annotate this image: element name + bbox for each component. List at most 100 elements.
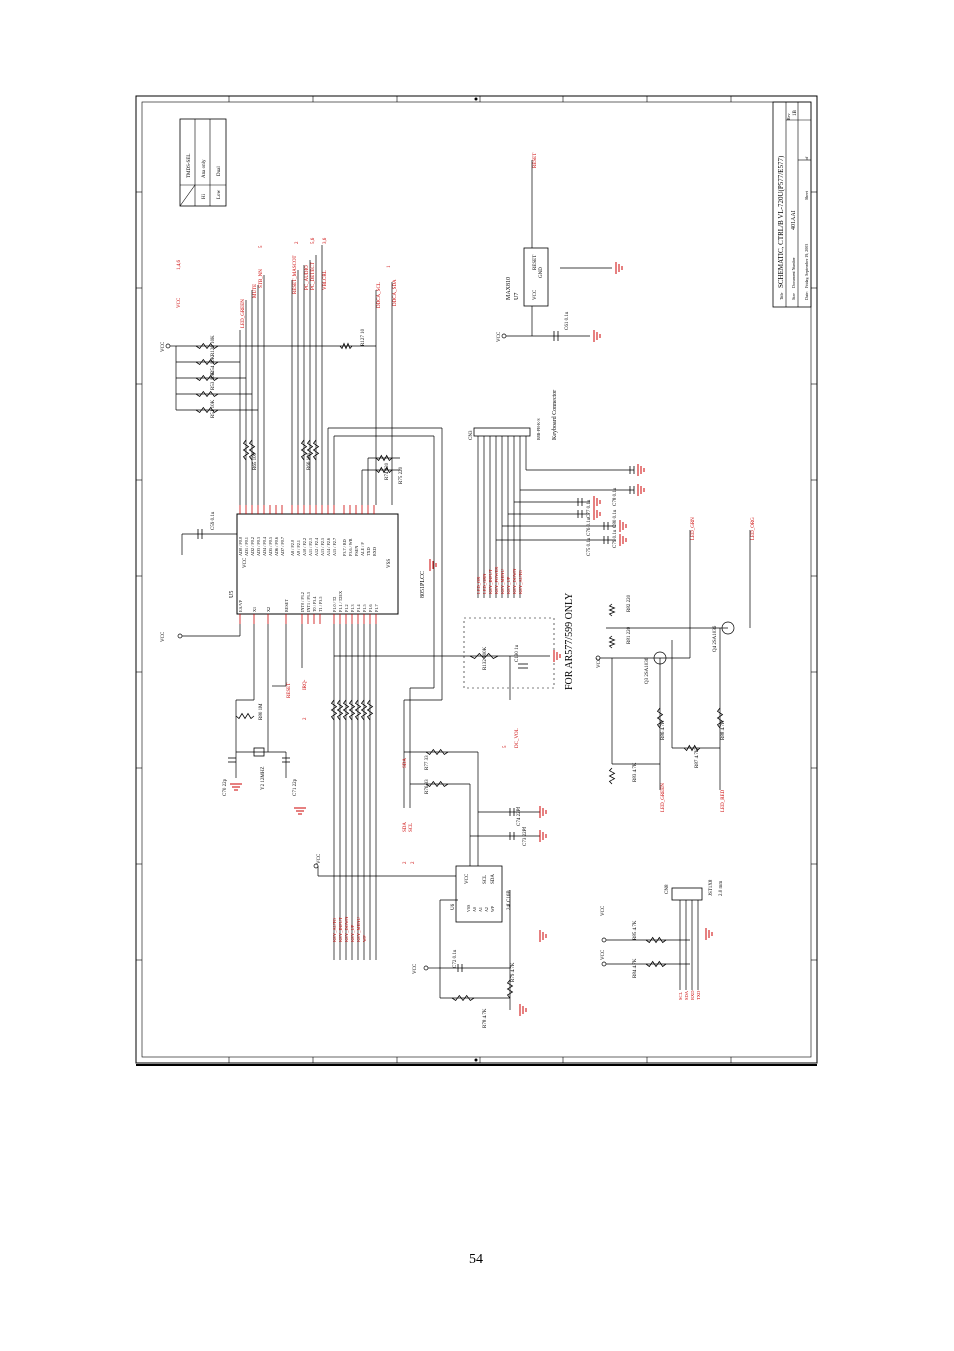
label-r87: R87 4.7K [695,748,700,768]
label-r54: R54 10K [211,355,216,374]
crystal-label: Y2 12MHZ [261,767,266,790]
net-ddc-scl: DDCA_SCL [377,282,382,308]
vcc-label-2: VCC [161,631,166,642]
label-r75: R75 220 [399,466,404,484]
u5-pin-label: AD4 / P0.4 [262,536,267,556]
label-r81: R81 220 [627,626,632,644]
label-c77: C77 0.1u [587,499,592,518]
u5-pin-label: T1 / P3.5 [318,597,323,612]
cn3-connector: CN3 B8B-PH-K-S Keyboard Connector [469,390,558,440]
resistor [451,994,475,1002]
label-c72: C72 0.1u [453,949,458,968]
ref-scl: 1 [387,265,392,268]
cn8-label: CN8 [665,884,670,894]
row-low-mode: Dual [217,166,222,176]
u5-pin-label: P3.7 / RD [342,539,347,556]
net-led-red: LED_RED [721,789,726,812]
u7-part: MAX810 [506,277,512,300]
label-c75: C75 0.1u [587,537,592,556]
u5-label: U5 [229,591,235,598]
vcc-label-6: VCC [597,657,602,668]
label-r86: R86 4.7K [661,720,666,740]
resistors [195,342,724,1002]
u5-pin-label: A10 / P2.2 [302,538,307,556]
u7-label: U7 [514,293,520,300]
transistor-q3: Q3 2SA1036 [645,651,667,684]
u5-part: 8051PLCC [420,571,426,598]
cn8-net-label: TXD [696,990,701,1000]
label-c76: C76 0.1u [587,517,592,536]
label-r51: R51 10K [211,399,216,418]
label-c79: C79 0.1u [613,529,618,548]
label-r79: R79 4.7K [511,962,516,982]
key-net-label: KEY_INPUT [338,917,343,942]
resistor [195,358,219,366]
label-r84: R84 4.7K [633,958,638,978]
date-value: Friday, September 19, 2003 [804,244,810,288]
resistor [645,960,667,968]
rev-value: 1B [793,110,798,117]
net-mute: MUTE [253,284,258,298]
resistor [348,699,356,721]
cn8-part: JST1X8 [709,879,714,896]
label-r78: R78 4.7K [483,1008,488,1028]
label-c70: C70 22p [223,778,228,796]
u6-a0-pin: A0 [472,907,477,912]
u5-pin-label: AD1 / P0.1 [244,537,249,556]
table-header: TMDS-SEL [187,154,192,178]
u7-vcc-pin: VCC [533,289,538,300]
net-sda-2: SDA [403,822,408,832]
u7-gnd-pin: GND [539,267,544,278]
label-c61: C61 0.1u [565,311,570,330]
doc-number: 401AAI [791,210,797,230]
label-r66: R66 100 [307,452,312,470]
resistor [195,406,219,414]
row-hi-mode: Ana only [202,159,207,178]
resistor [195,390,219,398]
vcc-label-7: VCC [601,905,606,916]
ref-sda: 2 [403,861,408,864]
vcc-label-5: VCC [413,963,418,974]
cn8-net-label: SCL [678,991,683,1000]
resistor [425,780,449,788]
u6-a1-pin: A1 [478,907,483,912]
u5-pin-label: P1.6 [368,604,373,612]
part-labels: R126 10K R54 10K R53 10K R51 10K R127 10… [211,311,726,1028]
keyboard-net-label: KEY_UP [506,576,511,594]
label-r83: R83 4.7K [633,762,638,782]
u6-eeprom: U6 24LC16B VCC SCL SDA VSS A0 A1 A2 WP [451,865,512,923]
resistor [306,439,314,461]
keyboard-net-label: KEY_MENU [500,569,505,594]
net-sda: SDA [403,758,408,768]
u5-pin-label: A12 / P2.4 [314,537,319,556]
label-r88: R88 4.7K [721,720,726,740]
resistor [716,707,724,729]
u5-pin-label: A15 / P2.7 [332,538,337,556]
ref-5-6: 5,6 [311,237,316,244]
label-r65: R65 100 [253,452,258,470]
u5-pin-label: X1 [252,607,257,612]
net-scl: SCL [409,823,414,832]
sheet-refs: 1,4,6 5 2 5,6 3,6 1 2 5 2 2 [177,237,508,864]
row-hi-level: Hi [202,193,207,199]
u5-pin-label: P1.7 [374,604,379,612]
u7-reset-pin: RESET [533,255,538,270]
resistor [506,979,514,999]
u5-pin-label: P1.3 [350,604,355,612]
label-r126: R126 10K [211,335,216,356]
u5-pin-label: X2 [266,607,271,612]
label-c78: C78 0.1u [613,487,618,506]
label-r82: R82 220 [627,594,632,612]
label-r132: R132 100K [483,646,488,670]
tmds-sel-table: TMDS-SEL Hi Ana only Low Dual [179,118,227,207]
u6-vss-pin: VSS [466,905,471,912]
cn3-title: Keyboard Connector [552,390,558,440]
net-reset-mascot: RESET_MASCOT [293,255,298,294]
net-labels: VCC LED_GREEN MUTE STB_NN RESET_MASCOT P… [177,153,756,832]
net-dc-vol: DC_VOL [515,728,520,748]
u6-sda-pin: SDA [491,874,496,884]
capacitors [197,331,635,972]
